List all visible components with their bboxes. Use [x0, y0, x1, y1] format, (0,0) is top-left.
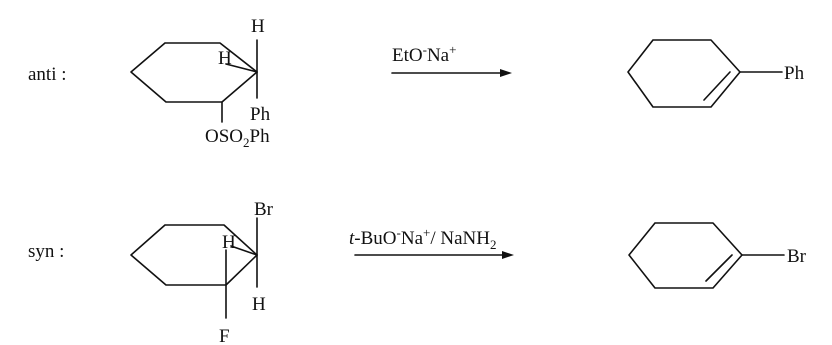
reaction-anti: anti : H H Ph OSO2Ph EtO-Na+ Ph — [28, 16, 805, 150]
syn-atom-f: F — [219, 326, 230, 345]
anti-arrow-head — [500, 69, 512, 77]
syn-prod-double-bond — [705, 254, 733, 282]
syn-product-ring — [628, 222, 785, 289]
anti-bond-h-inner — [225, 63, 258, 73]
anti-reagent: EtO-Na+ — [392, 42, 456, 66]
anti-prod-atom-ph: Ph — [784, 63, 805, 84]
anti-reactant-ring — [130, 39, 258, 123]
syn-atom-h-inner: H — [222, 232, 236, 253]
syn-reactant-ring — [130, 217, 258, 319]
anti-prod-double-bond — [703, 71, 731, 101]
anti-atom-h-top: H — [251, 16, 265, 37]
label-anti: anti : — [28, 64, 67, 85]
reaction-syn: syn : Br H H F t-BuO-Na+/ NaNH2 Br — [28, 199, 807, 345]
syn-bond-h-inner — [230, 245, 258, 256]
anti-prod-ring-bonds — [627, 39, 741, 108]
label-syn: syn : — [28, 241, 64, 262]
syn-atom-h-bottom: H — [252, 294, 266, 315]
anti-product-ring — [627, 39, 783, 108]
anti-ring-bonds — [130, 42, 258, 103]
syn-prod-ring-bonds — [628, 222, 743, 289]
anti-atom-oso2ph: OSO2Ph — [205, 126, 270, 150]
anti-atom-ph: Ph — [250, 104, 271, 125]
anti-atom-h-inner: H — [218, 48, 232, 69]
syn-reagent: t-BuO-Na+/ NaNH2 — [349, 225, 497, 252]
syn-ring-bonds — [130, 224, 258, 286]
syn-prod-atom-br: Br — [787, 246, 807, 267]
syn-arrow-head — [502, 251, 514, 259]
syn-atom-br: Br — [254, 199, 274, 220]
